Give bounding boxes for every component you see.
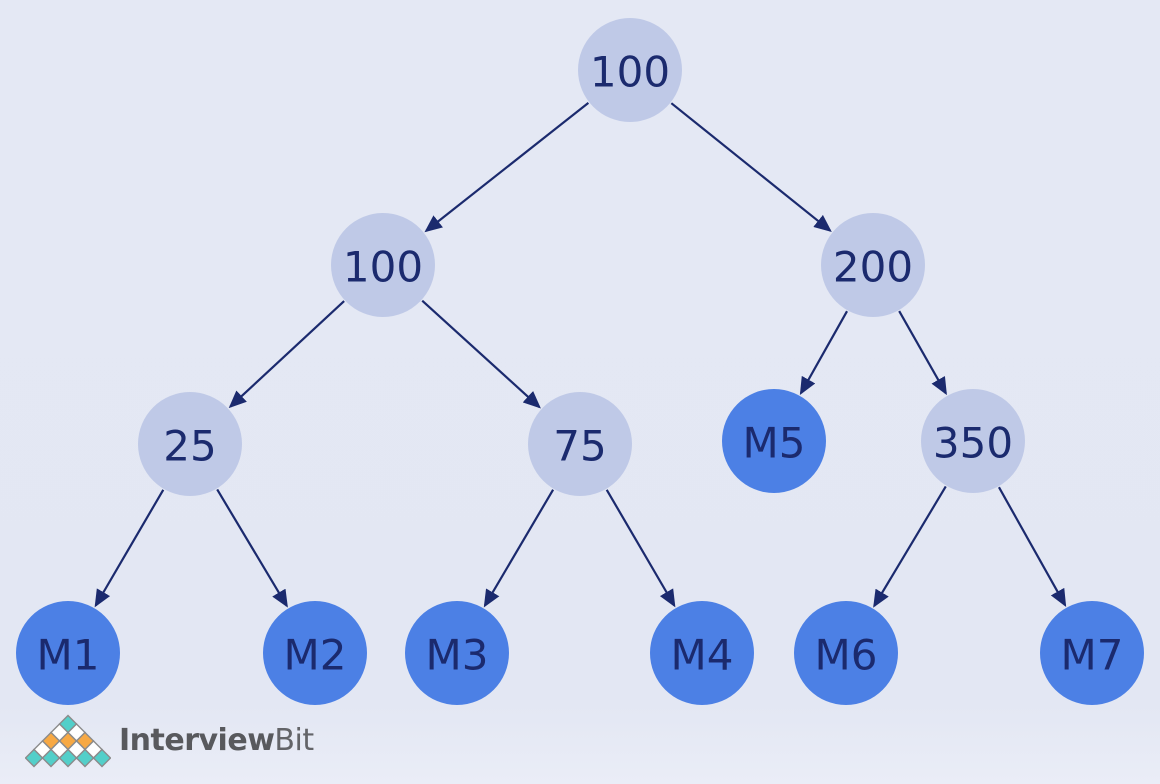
edge-n25-to-m1 [94, 489, 165, 608]
edge-n25-to-m2 [216, 488, 288, 608]
edge-n100-to-n25 [228, 300, 345, 409]
internal-node-circle [578, 18, 682, 122]
interviewbit-logo-mark [25, 714, 111, 768]
internal-node-circle [528, 392, 632, 496]
edge-root-to-n100 [424, 101, 590, 233]
logo-diamond-teal [75, 748, 95, 768]
tree-node-m1: M1 [16, 601, 120, 705]
tree-node-25: 25 [138, 392, 242, 496]
tree-node-350: 350 [921, 389, 1025, 493]
tree-node-m6: M6 [794, 601, 898, 705]
node-label: M6 [815, 631, 878, 680]
logo-diamond-teal [41, 748, 61, 768]
leaf-node-circle [650, 601, 754, 705]
edge-n100-to-n75 [421, 299, 541, 409]
node-label: M7 [1061, 631, 1124, 680]
logo-diamond-teal [25, 748, 44, 768]
interviewbit-logo: Interview Bit [25, 710, 314, 772]
tree-node-m4: M4 [650, 601, 754, 705]
tree-node-200: 200 [821, 213, 925, 317]
edge-n200-to-m5 [799, 310, 848, 395]
node-label: 100 [590, 48, 670, 97]
tree-node-100: 100 [578, 18, 682, 122]
node-label: 25 [163, 422, 216, 471]
leaf-node-circle [405, 601, 509, 705]
internal-node-circle [331, 213, 435, 317]
leaf-node-circle [1040, 601, 1144, 705]
leaf-node-circle [722, 389, 826, 493]
internal-node-circle [921, 389, 1025, 493]
node-label: 350 [933, 419, 1013, 468]
tree-node-m5: M5 [722, 389, 826, 493]
node-label: 75 [553, 422, 606, 471]
edge-n200-to-n350 [898, 310, 947, 396]
edge-n75-to-m4 [605, 489, 676, 608]
leaf-node-circle [263, 601, 367, 705]
leaf-node-circle [794, 601, 898, 705]
node-label: M4 [671, 631, 734, 680]
tree-node-m7: M7 [1040, 601, 1144, 705]
node-label: 100 [343, 243, 423, 292]
internal-node-circle [138, 392, 242, 496]
node-label: M3 [426, 631, 489, 680]
logo-text-interview: Interview [119, 723, 275, 758]
logo-diamond-teal [92, 748, 111, 768]
leaf-node-circle [16, 601, 120, 705]
node-label: M2 [284, 631, 347, 680]
tree-node-m3: M3 [405, 601, 509, 705]
edge-n75-to-m3 [483, 489, 555, 608]
edge-n350-to-m7 [997, 486, 1067, 607]
logo-text-bit: Bit [274, 723, 314, 758]
tree-node-100: 100 [331, 213, 435, 317]
edge-n350-to-m6 [873, 485, 947, 608]
node-label: M5 [743, 419, 806, 468]
tree-node-75: 75 [528, 392, 632, 496]
logo-diamond-teal [58, 748, 78, 768]
edge-root-to-n200 [670, 102, 832, 232]
tree-node-m2: M2 [263, 601, 367, 705]
internal-node-circle [821, 213, 925, 317]
node-label: 200 [833, 243, 913, 292]
interviewbit-logo-text: Interview Bit [119, 710, 314, 772]
node-label: M1 [37, 631, 100, 680]
